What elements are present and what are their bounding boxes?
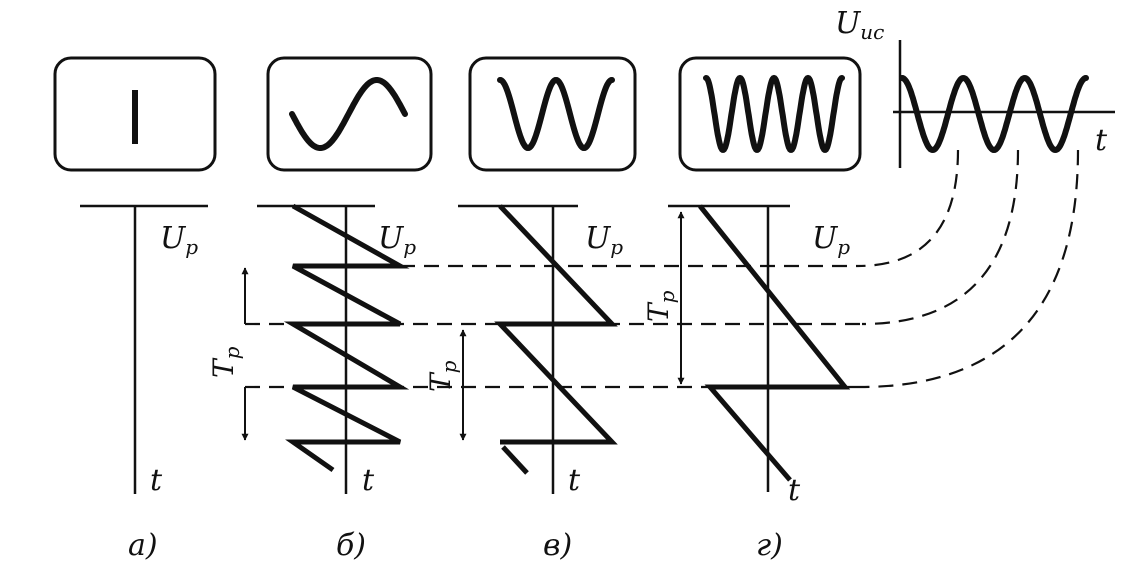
- screen-b: [266, 56, 433, 172]
- signal-time-label: t: [1095, 123, 1108, 158]
- screen-a: [53, 56, 217, 172]
- screen-b-trace: [289, 77, 408, 151]
- panel-d-time-label: t: [788, 473, 801, 508]
- screen-d-trace: [703, 74, 845, 153]
- screen-d: [678, 56, 862, 172]
- screen-c: [468, 56, 637, 172]
- sweep-panel-d: Uр t Tр г): [642, 204, 851, 563]
- screen-b-frame: [266, 56, 433, 172]
- panel-d-sawtooth: [698, 204, 851, 482]
- signal-voltage-label: Uис: [835, 6, 884, 44]
- screen-d-frame: [678, 56, 862, 172]
- panel-b-sawtooth: [283, 203, 410, 473]
- input-signal-plot: Uис t: [835, 6, 1115, 168]
- panel-c-sawtooth-tail: [501, 445, 529, 475]
- panel-d-period-label: Tр: [642, 290, 679, 322]
- panel-a-time-label: t: [150, 463, 163, 498]
- panel-a-voltage-label: Uр: [160, 221, 198, 259]
- panel-c-voltage-label: Uр: [585, 221, 623, 259]
- sweep-panel-a: Uр t а): [80, 204, 208, 563]
- panel-d-caption: г): [756, 528, 783, 563]
- projection-curve-1: [857, 149, 960, 268]
- screen-c-trace: [497, 76, 615, 152]
- panel-b-time-label: t: [362, 463, 375, 498]
- panel-c-time-label: t: [568, 463, 581, 498]
- sweep-panel-b: Uр t Tр б): [207, 203, 416, 563]
- panel-b-voltage-label: Uр: [378, 221, 416, 259]
- input-signal-wave: [899, 74, 1089, 154]
- panel-a-caption: а): [128, 528, 158, 563]
- panel-c-sawtooth: [494, 204, 618, 445]
- panel-b-period-label: Tр: [207, 346, 244, 378]
- panel-c-caption: в): [543, 528, 572, 563]
- panel-c-period-label: Tр: [424, 360, 461, 392]
- projection-curve-3: [859, 149, 1080, 389]
- projection-curve-2: [861, 149, 1020, 326]
- sweep-panel-c: Uр t Tр в): [424, 204, 623, 563]
- screen-a-frame: [53, 56, 217, 172]
- panel-b-caption: б): [336, 528, 366, 563]
- panel-d-voltage-label: Uр: [812, 221, 850, 259]
- screen-c-frame: [468, 56, 637, 172]
